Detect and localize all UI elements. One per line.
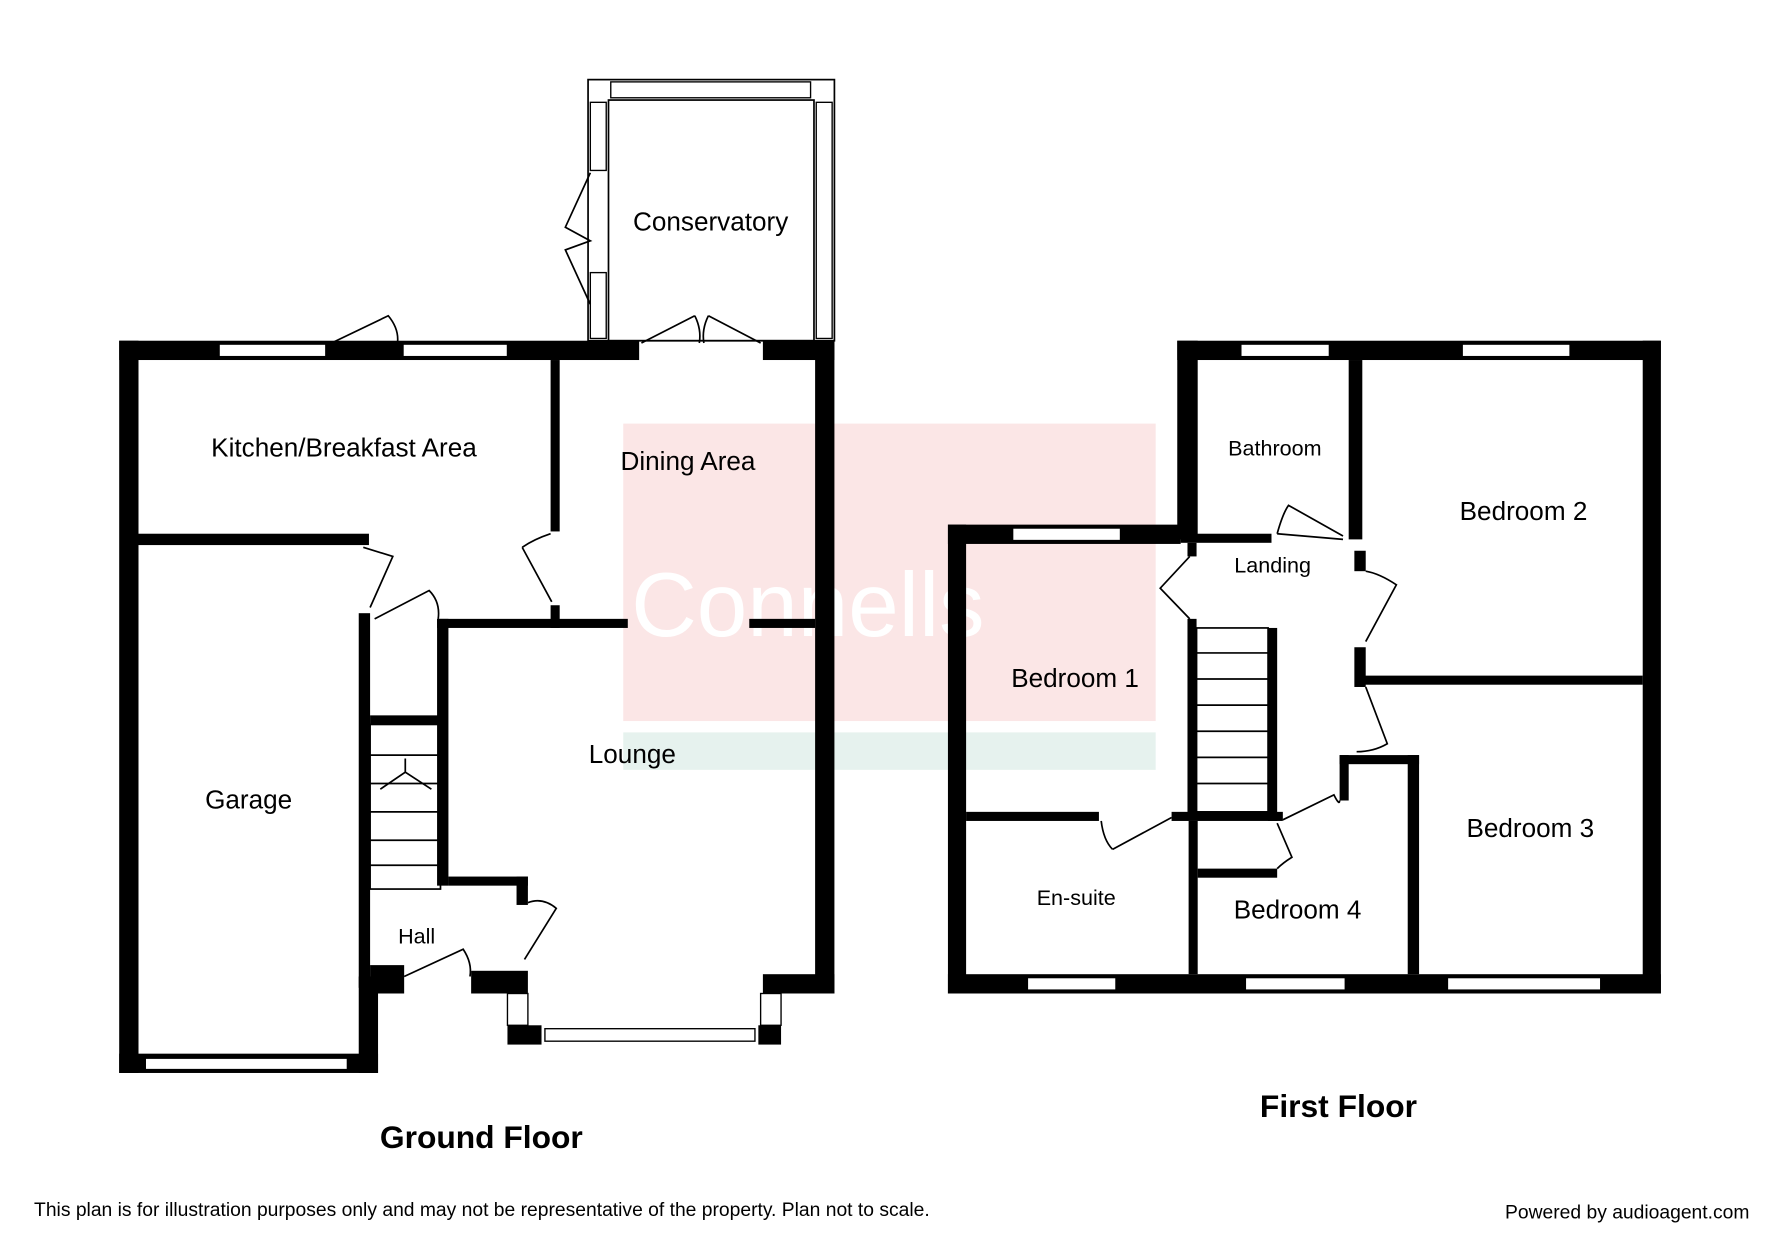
room-label-bedroom4: Bedroom 4 <box>1234 895 1362 925</box>
powered-by-link[interactable]: Powered by audioagent.com <box>1505 1202 1749 1223</box>
ground-floor-title: Ground Floor <box>380 1119 583 1155</box>
ground-floor-plan: Conservatory Kitchen/Breakfast Area Dini… <box>119 78 836 1155</box>
room-label-bedroom3: Bedroom 3 <box>1466 813 1594 843</box>
first-floor-plan: Bathroom Landing Bedroom 2 Bedroom 1 Bed… <box>947 340 1661 1124</box>
watermark: Connells <box>623 423 1156 770</box>
room-label-bedroom1: Bedroom 1 <box>1011 663 1139 693</box>
watermark-text: Connells <box>631 555 984 656</box>
room-label-bedroom2: Bedroom 2 <box>1460 496 1588 526</box>
room-label-bathroom: Bathroom <box>1228 435 1321 460</box>
room-label-landing: Landing <box>1234 552 1311 577</box>
room-label-lounge: Lounge <box>589 739 676 769</box>
room-label-conservatory: Conservatory <box>633 207 788 237</box>
room-label-ensuite: En-suite <box>1037 885 1116 910</box>
room-label-hall: Hall <box>398 924 435 949</box>
room-label-dining: Dining Area <box>620 446 755 476</box>
room-label-garage: Garage <box>205 784 292 814</box>
room-label-kitchen: Kitchen/Breakfast Area <box>211 433 477 463</box>
disclaimer-text: This plan is for illustration purposes o… <box>34 1200 930 1221</box>
first-floor-title: First Floor <box>1260 1088 1417 1124</box>
